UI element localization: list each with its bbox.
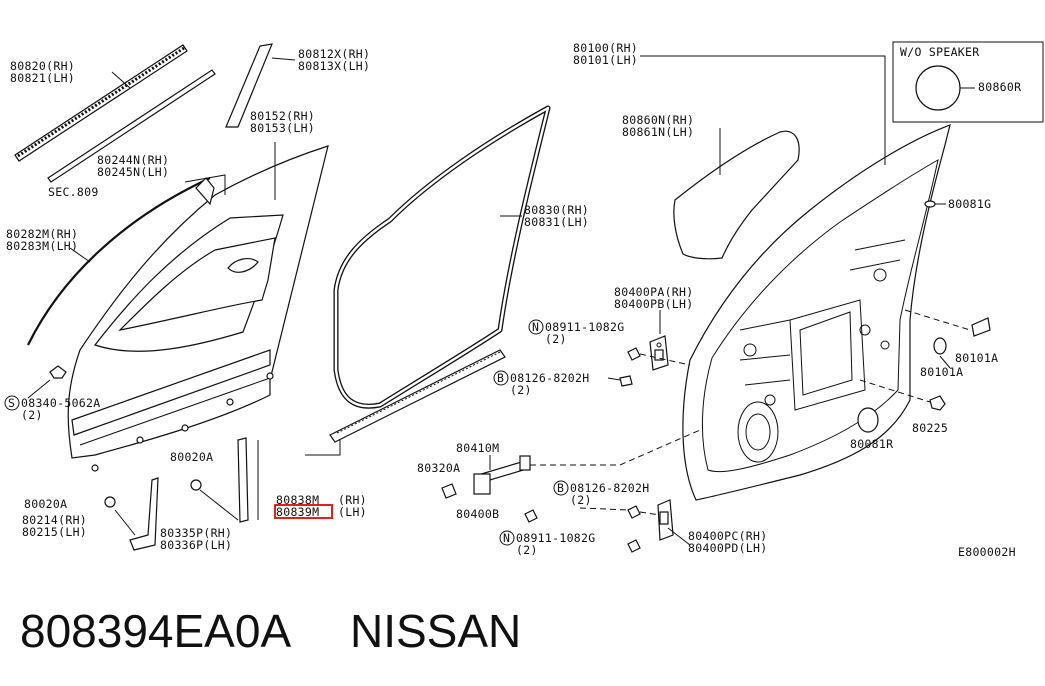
- pad-part: [971, 317, 991, 337]
- marker-b-bot: B: [557, 481, 564, 495]
- qty-08911-top: (2): [545, 332, 567, 346]
- bracket-part: [129, 477, 159, 551]
- label-80081g: 80081G: [948, 197, 991, 211]
- label-80839m-lh: (LH): [338, 505, 367, 519]
- label-80244n: 80244N(RH): [97, 153, 169, 167]
- lower-moulding-part: [329, 349, 506, 443]
- marker-b-top: B: [497, 371, 504, 385]
- label-80152: 80152(RH): [250, 109, 315, 123]
- label-80410m: 80410M: [456, 441, 499, 455]
- label-80838m: 80838M: [276, 493, 319, 507]
- screw-part: [49, 365, 67, 379]
- label-80400pb: 80400PB(LH): [614, 297, 693, 311]
- label-80400b: 80400B: [456, 507, 499, 521]
- bolt-part: [441, 483, 457, 499]
- label-80830: 80830(RH): [524, 203, 589, 217]
- brand-name: NISSAN: [350, 605, 521, 657]
- label-80214: 80214(RH): [22, 513, 87, 527]
- highlight-box: [274, 504, 333, 519]
- bolt-part: [627, 539, 641, 553]
- label-80153: 80153(LH): [250, 121, 315, 135]
- label-80336p: 80336P(LH): [160, 538, 232, 552]
- label-80282m: 80282M(RH): [6, 227, 78, 241]
- label-80400pd: 80400PD(LH): [688, 541, 767, 555]
- sash-channel-part: [237, 437, 249, 523]
- label-80283m: 80283M(LH): [6, 239, 78, 253]
- label-80020a-b: 80020A: [24, 497, 67, 511]
- label-80839m: 80839M: [276, 505, 319, 519]
- label-80101a-b: 80101A: [920, 365, 963, 379]
- bolt-part: [619, 375, 633, 387]
- label-80860n: 80860N(RH): [622, 113, 694, 127]
- bolt-part: [627, 505, 641, 519]
- qty-08126-bot: (2): [570, 493, 592, 507]
- label-08340: 08340-5062A: [21, 396, 100, 410]
- check-link-part: [473, 455, 531, 495]
- weatherstrip-part: [27, 177, 211, 346]
- label-08911-top: 08911-1082G: [545, 320, 624, 334]
- bolt-part: [524, 509, 538, 523]
- part-number: 808394EA0A: [20, 605, 291, 657]
- lower-hinge-part: [657, 499, 674, 541]
- label-80215: 80215(LH): [22, 525, 87, 539]
- label-80081r: 80081R: [850, 437, 893, 451]
- label-80821: 80821(LH): [10, 71, 75, 85]
- marker-n-bot: N: [503, 531, 510, 545]
- label-80101a-a: 80101A: [955, 351, 998, 365]
- label-80813x: 80813X(LH): [298, 59, 370, 73]
- qty-08911-bot: (2): [516, 543, 538, 557]
- label-80400pc: 80400PC(RH): [688, 529, 767, 543]
- label-80812x: 80812X(RH): [298, 47, 370, 61]
- label-80100: 80100(RH): [573, 41, 638, 55]
- label-80101: 80101(LH): [573, 53, 638, 67]
- clip-20a-part: [104, 496, 116, 508]
- outer-door-panel-part: [67, 145, 329, 472]
- label-08911-bot: 08911-1082G: [516, 531, 595, 545]
- sash-trim-part: [225, 43, 273, 128]
- qty-08126-top: (2): [510, 383, 532, 397]
- plug-part: [924, 200, 936, 208]
- label-80020a-a: 80020A: [170, 450, 213, 464]
- label-80400pa: 80400PA(RH): [614, 285, 693, 299]
- label-80225: 80225: [912, 421, 948, 435]
- bumper-part: [929, 395, 946, 411]
- clip-20a-part: [190, 479, 202, 491]
- belt-moulding-part: [14, 44, 216, 183]
- qty-08340: (2): [21, 408, 43, 422]
- marker-s: S: [8, 396, 15, 410]
- speaker-cover-part: [915, 65, 961, 111]
- upper-hinge-part: [649, 335, 669, 371]
- label-80838m-rh: (RH): [338, 493, 367, 507]
- label-80820: 80820(RH): [10, 59, 75, 73]
- inset-box: [892, 41, 1044, 123]
- bolt-part: [627, 347, 641, 361]
- clip-part: [195, 177, 215, 206]
- label-80245n: 80245N(LH): [97, 165, 169, 179]
- grommet-part: [857, 407, 879, 433]
- label-80335p: 80335P(RH): [160, 526, 232, 540]
- label-08126-bot: 08126-8202H: [570, 481, 649, 495]
- door-weatherstrip-part: [333, 105, 551, 409]
- label-80861n: 80861N(LH): [622, 125, 694, 139]
- diagram-code: E800002H: [958, 545, 1016, 559]
- label-sec809: SEC.809: [48, 185, 99, 199]
- marker-n-top: N: [532, 320, 539, 334]
- label-80320a: 80320A: [417, 461, 460, 475]
- door-shell-part: [682, 124, 951, 501]
- pad-round-part: [933, 337, 947, 355]
- label-80860r: 80860R: [978, 80, 1021, 94]
- window-glass-part: [673, 130, 800, 260]
- label-08126-top: 08126-8202H: [510, 371, 589, 385]
- label-wo-speaker: W/O SPEAKER: [900, 45, 979, 59]
- label-80831: 80831(LH): [524, 215, 589, 229]
